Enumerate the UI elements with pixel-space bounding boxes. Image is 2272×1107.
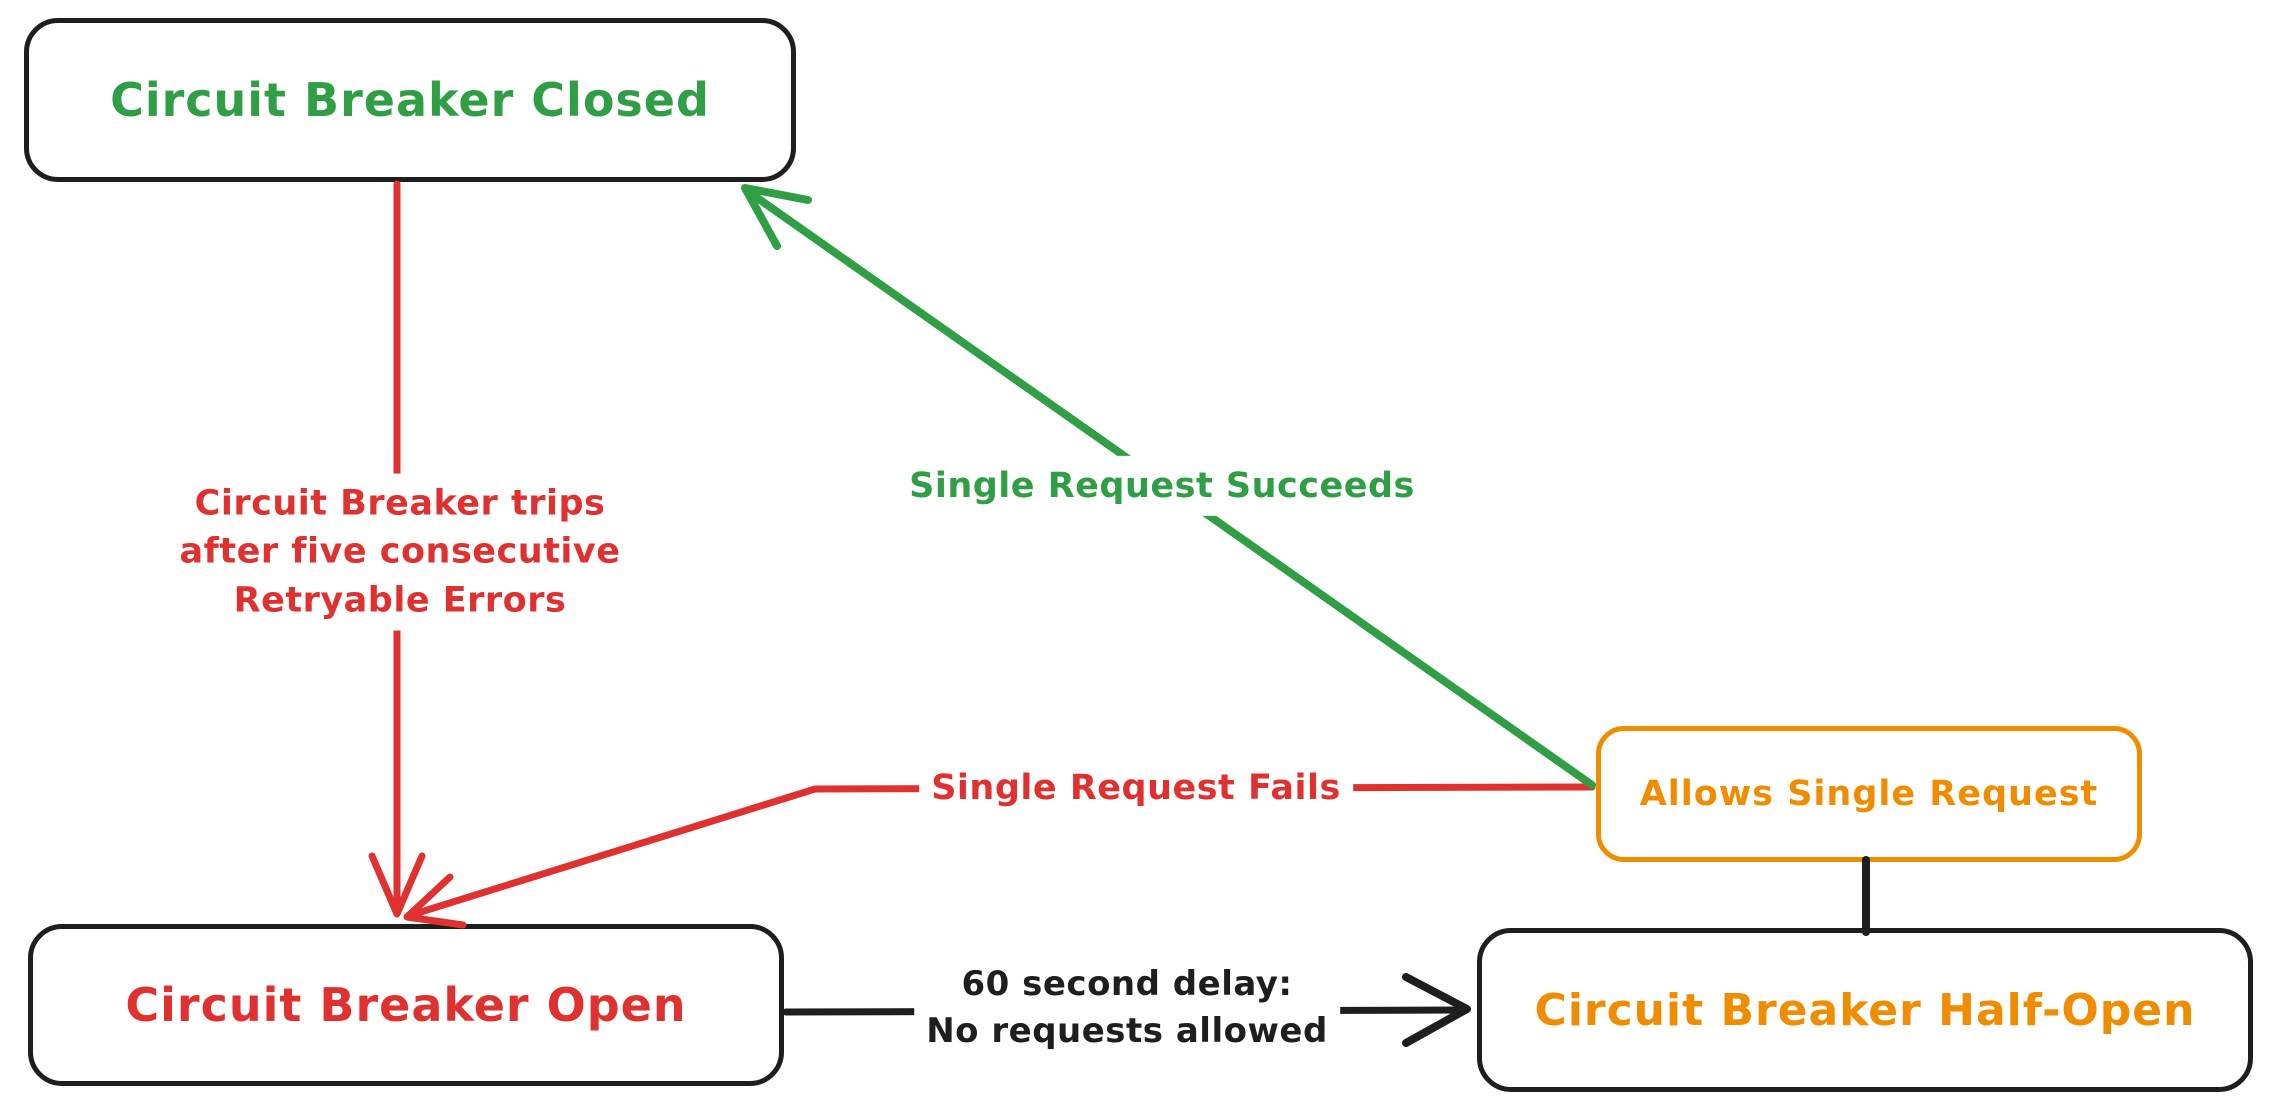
edge-label-trip-line1: Circuit Breaker trips	[194, 483, 606, 524]
state-node-circuit-breaker-half-open: Circuit Breaker Half-Open	[1477, 928, 2253, 1092]
edge-fail-arrowhead-icon	[403, 873, 467, 929]
state-label-open: Circuit Breaker Open	[125, 978, 687, 1032]
edge-closed-to-open-arrowhead-icon	[368, 852, 426, 918]
edge-label-trip-line2: after five consecutive	[179, 531, 621, 572]
state-node-circuit-breaker-closed: Circuit Breaker Closed	[24, 18, 796, 182]
edge-label-single-request-succeeds: Single Request Succeeds	[897, 455, 1427, 517]
edge-label-delay: 60 second delay: No requests allowed	[914, 955, 1340, 1061]
state-label-closed: Circuit Breaker Closed	[110, 73, 710, 127]
state-label-half-open: Circuit Breaker Half-Open	[1534, 984, 2196, 1036]
edge-label-single-request-fails: Single Request Fails	[919, 757, 1353, 819]
edge-label-delay-line1: 60 second delay:	[961, 964, 1293, 1005]
state-node-circuit-breaker-open: Circuit Breaker Open	[28, 924, 784, 1086]
state-node-allows-single-request: Allows Single Request	[1596, 726, 2142, 862]
state-label-allows-single-request: Allows Single Request	[1639, 774, 2099, 814]
edge-succeed-arrowhead-icon	[741, 184, 812, 250]
edge-delay-arrowhead-icon	[1402, 973, 1471, 1047]
edge-label-trip: Circuit Breaker trips after five consecu…	[167, 473, 633, 631]
edge-label-trip-line3: Retryable Errors	[233, 580, 567, 621]
edge-label-delay-line2: No requests allowed	[926, 1011, 1328, 1051]
